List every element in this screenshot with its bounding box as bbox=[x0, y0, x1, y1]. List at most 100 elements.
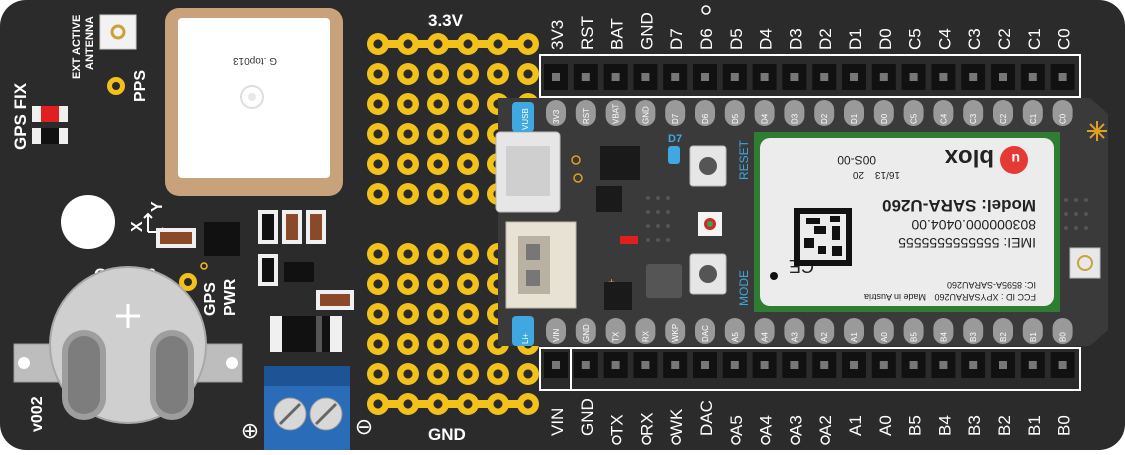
gps-fix-led bbox=[32, 106, 68, 144]
top-pin-label: C1 bbox=[1025, 28, 1044, 50]
bottom-pin-label: A3 bbox=[786, 415, 805, 436]
pin-pad bbox=[635, 100, 656, 126]
bottom-pin-label: A4 bbox=[757, 415, 776, 436]
pin-pad-label: C1 bbox=[1029, 113, 1038, 124]
pin-pad bbox=[695, 100, 715, 126]
pin-marker-icon bbox=[820, 435, 830, 445]
pin-marker-icon bbox=[611, 435, 622, 445]
pin-pad bbox=[1022, 318, 1043, 344]
bottom-pin-label: A5 bbox=[727, 415, 746, 436]
top-pin-label: D0 bbox=[876, 28, 895, 50]
gps-module: G .top013 bbox=[165, 8, 343, 196]
charge-led bbox=[620, 236, 638, 244]
pin-pad bbox=[754, 100, 775, 126]
pin-pad bbox=[605, 100, 626, 126]
pin-pad-label: TX bbox=[612, 331, 621, 342]
pin-pad bbox=[605, 318, 626, 344]
pin-pad-label: 3V3 bbox=[552, 109, 561, 124]
pin-pad-label: DAC bbox=[701, 325, 710, 342]
pin-pad bbox=[873, 318, 894, 344]
module-imei: IMEI: 5555555555555 bbox=[898, 235, 1036, 251]
fuel-gauge-chip bbox=[646, 264, 682, 298]
pin-marker-icon bbox=[671, 435, 681, 445]
pin-marker-icon bbox=[760, 435, 771, 445]
module-serial: 803000000.0404.00 bbox=[911, 217, 1036, 233]
pin-marker-icon bbox=[790, 435, 801, 445]
top-pin-label: D4 bbox=[757, 28, 776, 50]
pin-pad-label: RST bbox=[582, 108, 591, 124]
ublox-logo-mark: u bbox=[1011, 151, 1020, 167]
bottom-pin-label: GND bbox=[578, 398, 597, 436]
pin-pad-label: A2 bbox=[820, 332, 829, 342]
d7-led bbox=[668, 146, 680, 164]
pin-pad-label: B3 bbox=[969, 332, 978, 342]
pin-pad-label: B2 bbox=[999, 332, 1008, 342]
pin-pad-label: A5 bbox=[731, 332, 740, 342]
top-pin-label: C5 bbox=[906, 28, 925, 50]
top-pin-label: D1 bbox=[846, 28, 865, 50]
pin-pad-label: D7 bbox=[671, 113, 680, 124]
ublox-logo-icon bbox=[1000, 146, 1028, 174]
pin-pad bbox=[933, 318, 954, 344]
resistor bbox=[156, 228, 196, 248]
pin-pad bbox=[665, 318, 686, 344]
pin-pad-label: A1 bbox=[850, 332, 859, 342]
bottom-pin-label: B5 bbox=[906, 415, 925, 436]
pin-pad-label: GND bbox=[582, 324, 591, 342]
pin-pad-label: GND bbox=[641, 106, 650, 124]
pin-pad-label: B5 bbox=[910, 332, 919, 342]
passive-components bbox=[258, 210, 354, 352]
bottom-header-outline bbox=[539, 347, 1081, 391]
top-pin-label: BAT bbox=[608, 18, 627, 50]
mounting-hole bbox=[61, 195, 115, 249]
pin-pad bbox=[754, 318, 775, 344]
mode-label: MODE bbox=[737, 270, 751, 306]
pin-pad bbox=[1052, 100, 1073, 126]
module-code: 00S-00 bbox=[837, 153, 876, 167]
top-pin-label: C0 bbox=[1055, 28, 1074, 50]
pin-marker-icon bbox=[641, 435, 652, 445]
li-label: Li+ bbox=[521, 333, 530, 344]
pps-label: PPS bbox=[132, 70, 149, 102]
accelerometer-chip bbox=[204, 222, 240, 256]
top-pin-label: GND bbox=[637, 12, 656, 50]
pin-pad-label: B1 bbox=[1029, 332, 1038, 342]
pin-pad bbox=[635, 318, 656, 344]
pin-pad bbox=[873, 100, 894, 126]
sun-icon bbox=[1087, 121, 1107, 141]
pin-pad-label: A4 bbox=[761, 332, 770, 342]
pin-pad-label: D2 bbox=[820, 113, 829, 124]
pin-pad bbox=[903, 318, 924, 344]
version-label: v002 bbox=[29, 396, 46, 432]
pin-pad bbox=[844, 100, 864, 126]
vusb-pad bbox=[512, 102, 534, 132]
pin-pad bbox=[784, 318, 805, 344]
top-header-outline bbox=[539, 54, 1081, 98]
cell-antenna-connector bbox=[1069, 247, 1101, 279]
pin-pad bbox=[575, 100, 596, 126]
bottom-pin-label: DAC bbox=[697, 400, 716, 436]
gps-pwr-label-1: GPS bbox=[202, 282, 219, 316]
top-pin-label: D3 bbox=[786, 28, 805, 50]
pin-pad bbox=[814, 318, 835, 344]
battery-connector bbox=[505, 221, 577, 309]
pin-pad bbox=[963, 100, 984, 126]
pmic-chip bbox=[600, 146, 640, 180]
gps-fix-label: GPS FIX bbox=[11, 82, 30, 150]
bottom-pin-label: B3 bbox=[965, 415, 984, 436]
pin-pad-label: D4 bbox=[761, 113, 770, 124]
plus-terminal-icon: ⊕ bbox=[241, 418, 259, 443]
pin-pad-label: B4 bbox=[939, 332, 948, 342]
pin-pad bbox=[784, 100, 805, 126]
axis-x-label: X bbox=[129, 221, 146, 232]
pin-pad bbox=[993, 100, 1013, 126]
pin-pad-label: C2 bbox=[999, 113, 1008, 124]
proto-gnd-label: GND bbox=[428, 425, 466, 444]
pin-pad-label: D6 bbox=[701, 113, 710, 124]
gps-chip-label: G .top013 bbox=[233, 55, 277, 66]
ext-antenna-connector bbox=[99, 14, 137, 50]
top-pin-label: C2 bbox=[995, 28, 1014, 50]
top-pin-label: D5 bbox=[727, 28, 746, 50]
